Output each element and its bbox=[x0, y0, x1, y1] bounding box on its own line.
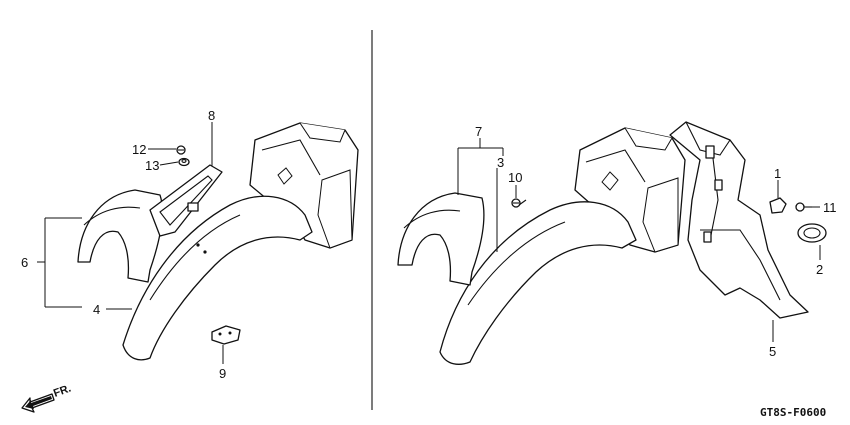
right-fender-assembly bbox=[397, 121, 827, 365]
callout-3: 3 bbox=[497, 155, 504, 170]
callout-1: 1 bbox=[774, 166, 781, 181]
callout-2: 2 bbox=[816, 262, 823, 277]
nut-13-part bbox=[178, 157, 190, 167]
callout-4: 4 bbox=[93, 302, 100, 317]
left-seal-gasket bbox=[149, 164, 223, 237]
diagram-code: GT8S-F0600 bbox=[760, 406, 826, 419]
front-direction-arrow: FR. bbox=[21, 382, 73, 413]
callout-12: 12 bbox=[132, 142, 146, 157]
callout-9: 9 bbox=[219, 366, 226, 381]
left-front-fender bbox=[122, 195, 313, 361]
bolt-10-part bbox=[511, 198, 527, 208]
nut-1-part bbox=[769, 197, 787, 214]
left-fender-flap bbox=[77, 189, 163, 283]
left-fender-assembly bbox=[37, 122, 359, 364]
callout-7: 7 bbox=[475, 124, 482, 139]
clamp-2-part bbox=[797, 223, 827, 243]
callout-5: 5 bbox=[769, 344, 776, 359]
bolt-11-part bbox=[795, 202, 812, 212]
bolt-12-part bbox=[176, 145, 186, 155]
inner-fender-5 bbox=[669, 121, 809, 319]
clip-9-part bbox=[211, 325, 241, 345]
front-direction-label: FR. bbox=[52, 382, 73, 399]
callout-6: 6 bbox=[21, 255, 28, 270]
right-front-fender bbox=[439, 201, 637, 365]
callout-11: 11 bbox=[823, 200, 837, 215]
callout-10: 10 bbox=[508, 170, 522, 185]
callout-13: 13 bbox=[145, 158, 159, 173]
right-fender-flap bbox=[397, 192, 485, 286]
callout-8: 8 bbox=[208, 108, 215, 123]
